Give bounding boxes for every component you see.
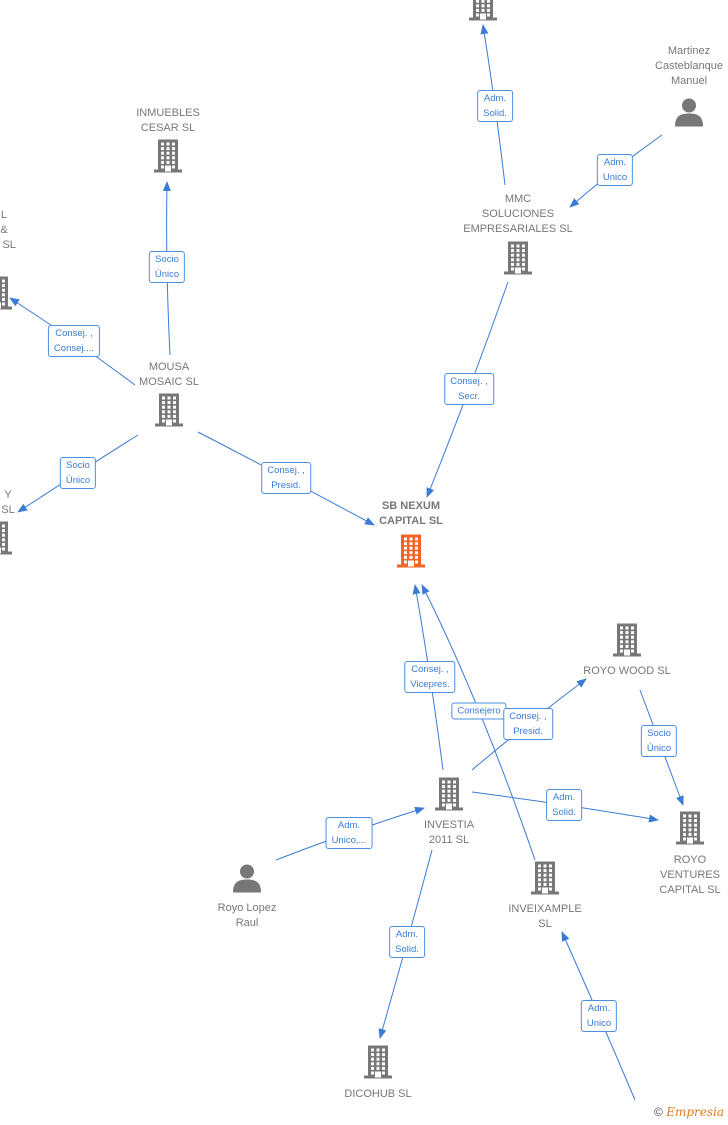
- edge-label[interactable]: Consej. ,Presid.: [261, 462, 311, 494]
- building-icon[interactable]: [0, 275, 14, 316]
- building-icon[interactable]: [153, 392, 185, 433]
- edge-label[interactable]: Adm.Unico: [580, 1000, 618, 1032]
- building-icon[interactable]: [395, 533, 427, 574]
- building-icon[interactable]: [611, 622, 643, 663]
- edge-label[interactable]: Adm.Solid.: [546, 789, 582, 821]
- person-icon[interactable]: [673, 96, 705, 133]
- edge-label[interactable]: Consej. ,Vicepres.: [404, 661, 456, 693]
- edge-label[interactable]: Adm.Solid.: [389, 926, 425, 958]
- edge-label[interactable]: Adm.Solid.: [477, 90, 513, 122]
- person-icon[interactable]: [231, 862, 263, 899]
- building-icon[interactable]: [674, 810, 706, 851]
- edge-label[interactable]: Consej. ,Presid.: [503, 708, 553, 740]
- building-icon[interactable]: [467, 0, 499, 27]
- edge-label[interactable]: Consej. ,Consej....: [47, 325, 101, 357]
- node-label[interactable]: ROYO WOOD SL: [583, 665, 671, 677]
- edge-label[interactable]: Adm.Unico,...: [325, 817, 373, 849]
- building-icon[interactable]: [529, 860, 561, 901]
- node-label[interactable]: L&S SL: [0, 209, 16, 251]
- building-icon[interactable]: [502, 240, 534, 281]
- edge-label[interactable]: Consejero: [451, 702, 507, 720]
- building-icon[interactable]: [152, 138, 184, 179]
- edge-label[interactable]: Consej. ,Secr.: [444, 373, 494, 405]
- building-icon[interactable]: [362, 1044, 394, 1085]
- edge-label[interactable]: Adm.Unico: [596, 154, 634, 186]
- node-label[interactable]: DICOHUB SL: [344, 1088, 412, 1100]
- building-icon[interactable]: [0, 520, 14, 561]
- building-icon[interactable]: [433, 776, 465, 817]
- brand-logo[interactable]: Empresia: [666, 1105, 724, 1119]
- copyright-icon: ©: [654, 1105, 663, 1119]
- footer: © Empresia: [654, 1105, 724, 1119]
